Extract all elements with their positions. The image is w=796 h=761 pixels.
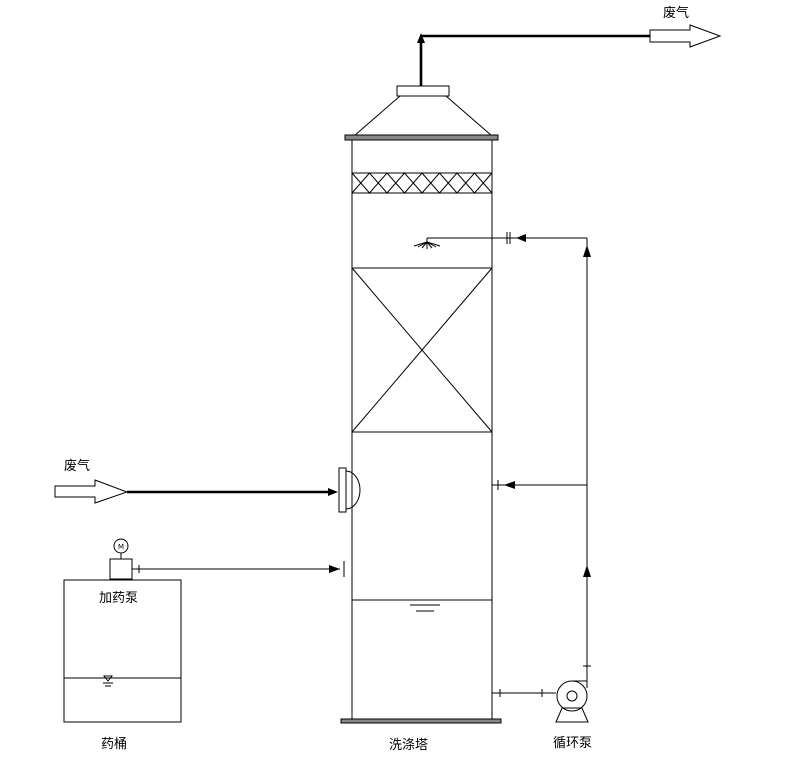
demister-layer [351, 172, 493, 194]
exhaust-inlet-line [127, 488, 338, 496]
scrubber-tower [338, 85, 502, 724]
tower-top-cone [352, 95, 494, 137]
chemical-tank [63, 579, 182, 723]
tower-outlet-rim [396, 85, 450, 97]
tower-sump-level [352, 599, 492, 612]
dosing-line [132, 561, 345, 577]
dosing-pump-motor-label: M [118, 543, 124, 551]
circulation-pump-label: 循环泵 [553, 736, 592, 751]
exhaust-outlet-line [417, 33, 650, 86]
circulation-pump [555, 680, 589, 723]
dosing-pump: M [109, 538, 133, 580]
tower-bottom-base [340, 718, 502, 724]
tower-top-flange [344, 134, 499, 141]
scrubber-tower-label: 洗涤塔 [389, 738, 428, 753]
spray-nozzle [413, 238, 441, 249]
chemical-tank-label: 药桶 [101, 737, 127, 752]
dosing-pump-label: 加药泵 [99, 591, 138, 606]
exhaust-in-arrow [54, 479, 129, 504]
dosing-pump-motor-icon [113, 538, 129, 554]
packing-bed [351, 267, 493, 433]
gas-inlet-hood [338, 467, 361, 513]
exhaust-out-arrow [649, 24, 722, 48]
circulation-loop-piping [427, 232, 591, 697]
exhaust-out-label: 废气 [663, 5, 689, 21]
exhaust-in-label: 废气 [64, 458, 90, 474]
